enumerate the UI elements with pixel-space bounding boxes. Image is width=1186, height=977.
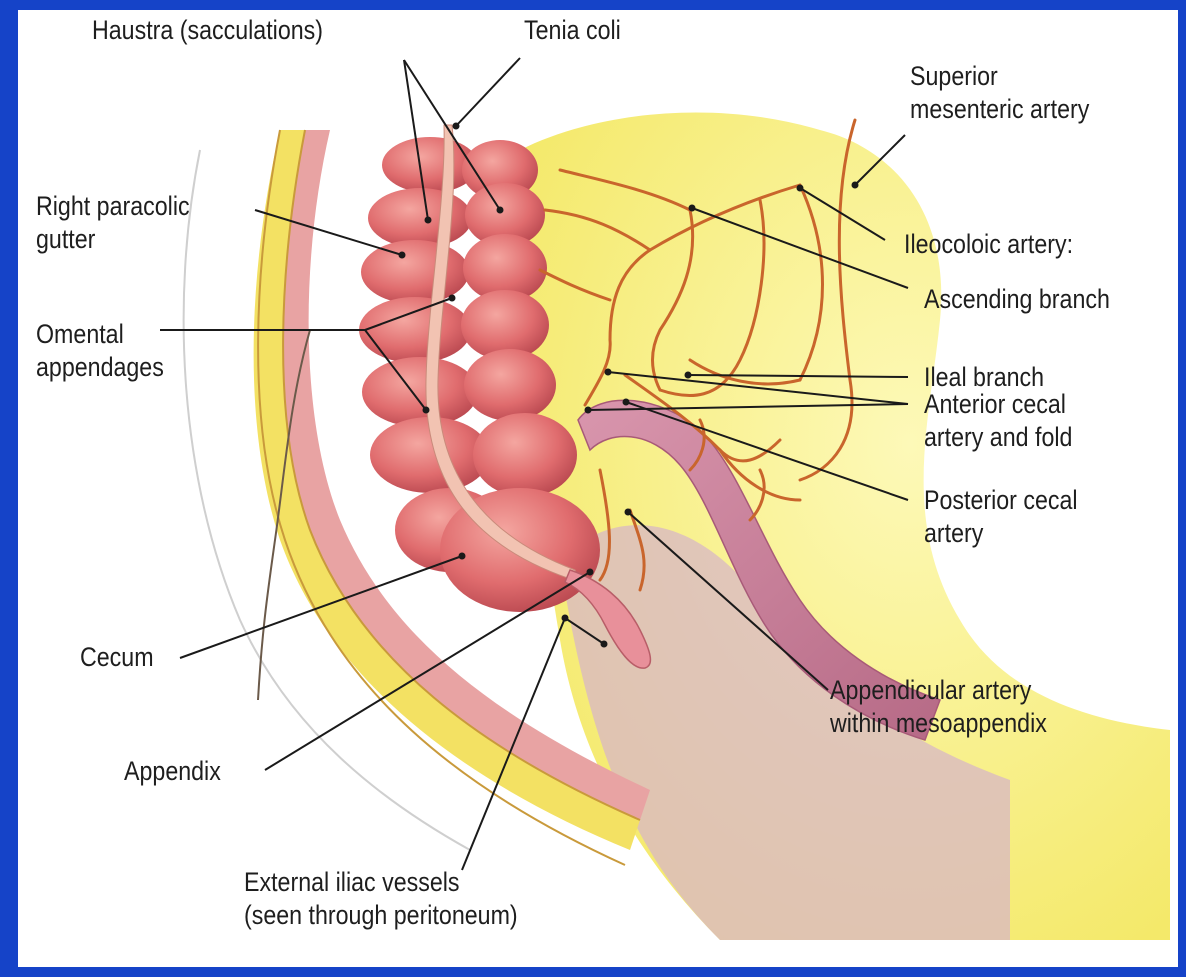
label-appendix: Appendix [124, 755, 221, 788]
label-cecum: Cecum [80, 641, 154, 674]
label-posterior-cecal-artery: Posterior cecal artery [924, 484, 1078, 550]
label-ascending-branch: Ascending branch [924, 283, 1110, 316]
label-haustra: Haustra (sacculations) [92, 14, 323, 47]
label-omental-appendages: Omental appendages [36, 318, 164, 384]
label-external-iliac-vessels: External iliac vessels (seen through per… [244, 866, 518, 932]
label-ileocolic-artery: Ileocoloic artery: [904, 228, 1073, 261]
label-superior-mesenteric-artery: Superior mesenteric artery [910, 60, 1089, 126]
label-anterior-cecal-artery: Anterior cecal artery and fold [924, 388, 1072, 454]
label-appendicular-artery: Appendicular artery within mesoappendix [830, 674, 1047, 740]
label-tenia-coli: Tenia coli [524, 14, 621, 47]
label-right-paracolic-gutter: Right paracolic gutter [36, 190, 190, 256]
